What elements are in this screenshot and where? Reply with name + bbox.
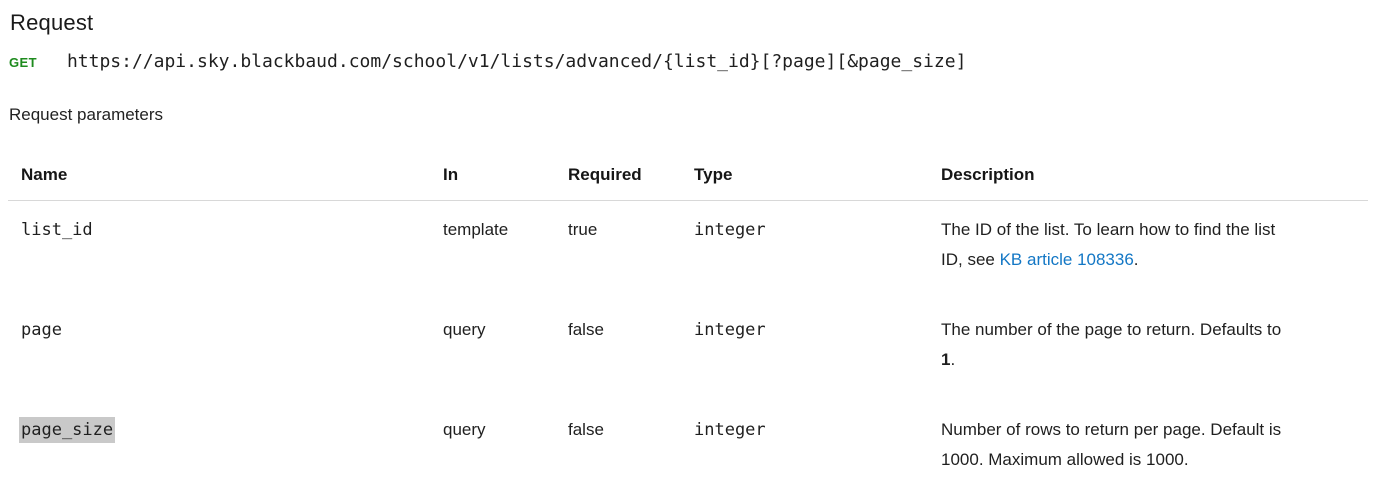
table-row-list-id: list_id template true integer The ID of … [8,201,1368,302]
description-line: The number of the page to return. Defaul… [941,320,1282,339]
param-name: page [21,320,62,340]
param-in: query [443,420,486,439]
param-name: list_id [21,220,93,240]
param-in: template [443,220,509,239]
description-text: . [950,350,956,369]
description-text: . [1133,250,1139,269]
param-required: false [568,320,604,339]
request-parameters-table: Name In Required Type Description list_i… [8,165,1368,498]
endpoint-row: GET https://api.sky.blackbaud.com/school… [9,51,1368,72]
param-name: page_size [8,401,443,498]
param-type: integer [694,420,766,440]
column-header-in: In [443,165,568,201]
description-line: The ID of the list. To learn how to find… [941,220,1276,239]
table-row-page-size: page_size query false integer Number of … [8,401,1368,498]
http-method-badge: GET [9,55,37,70]
page-title: Request [10,10,94,35]
endpoint-url: https://api.sky.blackbaud.com/school/v1/… [66,51,967,72]
description-line: 1000. Maximum allowed is 1000. [941,450,1189,469]
description-text: ID, see [941,250,1000,269]
param-in: query [443,320,486,339]
param-description: Number of rows to return per page. Defau… [941,401,1368,498]
param-description: The ID of the list. To learn how to find… [941,201,1368,302]
param-description: The number of the page to return. Defaul… [941,301,1368,401]
table-header-row: Name In Required Type Description [8,165,1368,201]
request-parameters-heading: Request parameters [9,105,164,124]
default-value: 1 [941,350,951,369]
column-header-required: Required [568,165,694,201]
column-header-name: Name [8,165,443,201]
column-header-description: Description [941,165,1368,201]
param-name-highlighted: page_size [19,417,116,443]
description-line: Number of rows to return per page. Defau… [941,420,1282,439]
kb-article-link[interactable]: KB article 108336 [999,250,1134,269]
param-type: integer [694,220,766,240]
param-required: false [568,420,604,439]
param-type: integer [694,320,766,340]
description-line: 1. [941,345,1368,375]
description-line: ID, see KB article 108336. [941,245,1368,275]
param-required: true [568,220,598,239]
table-row-page: page query false integer The number of t… [8,301,1368,401]
column-header-type: Type [694,165,941,201]
